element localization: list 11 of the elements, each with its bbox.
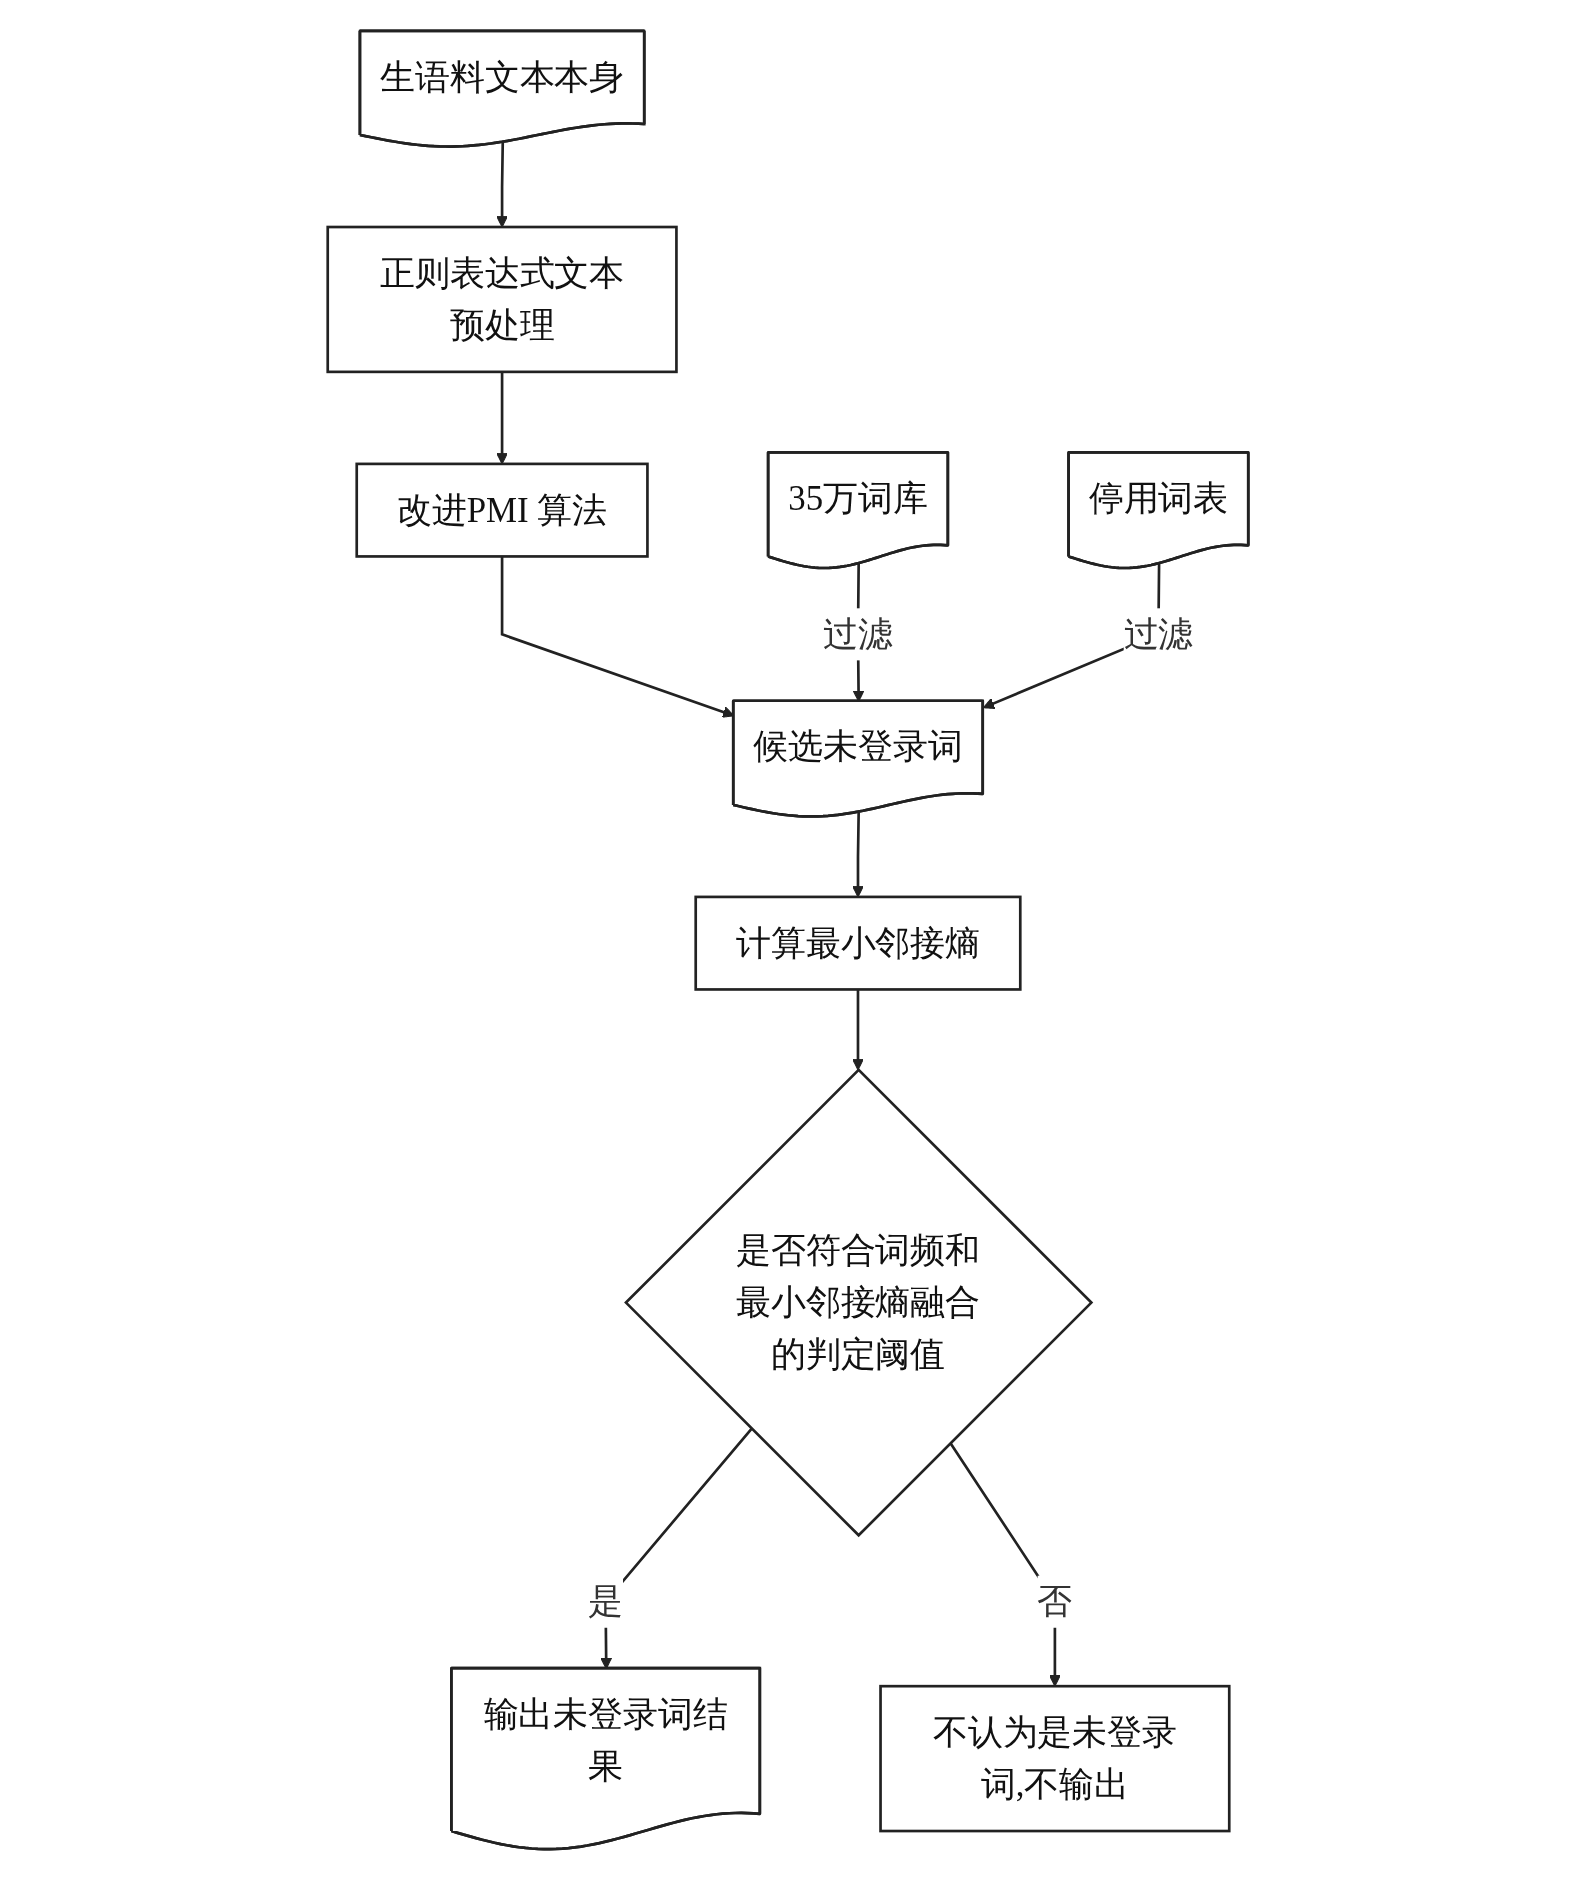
node-box: 不认为是未登录词,不输出 [878,1684,1231,1833]
node-box: 正则表达式文本预处理 [325,225,678,374]
edge-label: 是 [587,1582,623,1622]
edge-label: 过滤 [822,614,893,654]
arrow [851,989,864,1071]
edge-label: 过滤 [1123,614,1193,654]
node-box: 计算最小邻接熵 [693,895,1022,991]
node-box: 改进PMI 算法 [354,462,649,558]
node-diamond: 是否符合词频和最小邻接熵融合的判定阈值 [623,1068,1093,1538]
arrow [495,142,508,228]
edge-label: 否 [1036,1582,1072,1622]
